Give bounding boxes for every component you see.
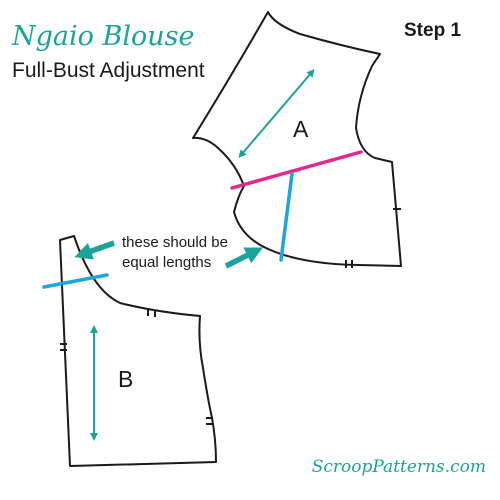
note-line-1: these should be — [122, 234, 228, 251]
pointer-arrow-right — [224, 247, 264, 269]
pattern-piece-b — [59, 235, 217, 467]
pointer-arrow-left — [74, 240, 115, 260]
note-line-2: equal lengths — [122, 254, 211, 271]
step-label: Step 1 — [404, 20, 461, 41]
measure-line-a — [279, 172, 294, 262]
measure-line-b — [42, 273, 109, 289]
adjustment-subtitle: Full-Bust Adjustment — [12, 59, 205, 82]
piece-a-label: A — [293, 116, 309, 142]
bust-slash-line — [230, 150, 363, 190]
grainline-a — [238, 68, 315, 159]
brand-url: ScroopPatterns.com — [312, 457, 486, 477]
pattern-title: Ngaio Blouse — [11, 21, 194, 52]
piece-b-label: B — [118, 366, 133, 392]
